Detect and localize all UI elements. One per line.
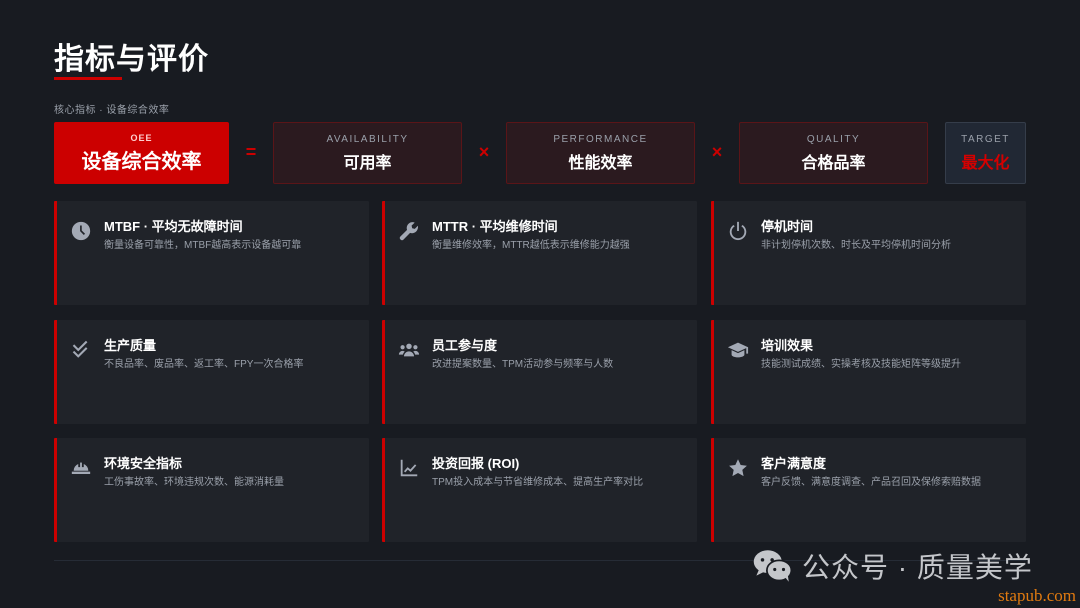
card-description: 衡量维修效率，MTTR越低表示维修能力越强 — [432, 240, 630, 251]
power-icon — [727, 220, 749, 242]
card-production-quality: 生产质量 不良品率、废品率、返工率、FPY一次合格率 — [54, 320, 369, 424]
performance-box: PERFORMANCE 性能效率 — [506, 122, 695, 184]
multiply-operator: × — [711, 142, 723, 162]
oee-box: OEE 设备综合效率 — [54, 122, 229, 184]
card-title: 员工参与度 — [432, 338, 498, 353]
card-mtbf: MTBF · 平均无故障时间 衡量设备可靠性，MTBF越高表示设备越可靠 — [54, 201, 369, 305]
quality-sub-label: QUALITY — [806, 133, 861, 145]
card-title: 投资回报 (ROI) — [432, 456, 520, 471]
page-title: 指标与评价 — [54, 43, 209, 76]
card-downtime: 停机时间 非计划停机次数、时长及平均停机时间分析 — [711, 201, 1026, 305]
bottom-divider — [54, 560, 1026, 561]
card-title: 生产质量 — [104, 338, 157, 353]
card-description: 非计划停机次数、时长及平均停机时间分析 — [761, 240, 951, 251]
card-title: MTTR · 平均维修时间 — [432, 219, 558, 234]
wrench-icon — [398, 220, 420, 242]
title-underline — [54, 77, 122, 80]
card-safety: 环境安全指标 工伤事故率、环境违规次数、能源消耗量 — [54, 438, 369, 542]
performance-main-label: 性能效率 — [568, 154, 633, 172]
hard-hat-icon — [70, 457, 92, 479]
card-title: 客户满意度 — [761, 456, 827, 471]
quality-box: QUALITY 合格品率 — [739, 122, 928, 184]
availability-main-label: 可用率 — [343, 154, 392, 172]
card-description: 衡量设备可靠性，MTBF越高表示设备越可靠 — [104, 240, 302, 251]
multiply-operator: × — [478, 142, 490, 162]
card-description: TPM投入成本与节省维修成本、提高生产率对比 — [432, 477, 644, 488]
card-description: 工伤事故率、环境违规次数、能源消耗量 — [104, 477, 284, 488]
users-icon — [398, 339, 420, 361]
card-title: 培训效果 — [761, 338, 814, 353]
availability-box: AVAILABILITY 可用率 — [273, 122, 462, 184]
card-employee-engagement: 员工参与度 改进提案数量、TPM活动参与频率与人数 — [382, 320, 697, 424]
card-training: 培训效果 技能测试成绩、实操考核及技能矩阵等级提升 — [711, 320, 1026, 424]
oee-sub-label: OEE — [130, 132, 153, 143]
card-description: 技能测试成绩、实操考核及技能矩阵等级提升 — [761, 359, 961, 370]
card-title: 停机时间 — [761, 219, 814, 234]
card-description: 客户反馈、满意度调查、产品召回及保修索赔数据 — [761, 477, 981, 488]
card-mttr: MTTR · 平均维修时间 衡量维修效率，MTTR越低表示维修能力越强 — [382, 201, 697, 305]
target-box: TARGET 最大化 — [945, 122, 1026, 184]
line-chart-icon — [398, 457, 420, 479]
card-description: 不良品率、废品率、返工率、FPY一次合格率 — [104, 359, 304, 370]
card-description: 改进提案数量、TPM活动参与频率与人数 — [432, 359, 614, 370]
target-main-label: 最大化 — [961, 154, 1010, 172]
clock-icon — [70, 220, 92, 242]
target-sub-label: TARGET — [961, 133, 1010, 145]
site-watermark: stapub.com — [998, 586, 1076, 605]
card-customer-satisfaction: 客户满意度 客户反馈、满意度调查、产品召回及保修索赔数据 — [711, 438, 1026, 542]
quality-main-label: 合格品率 — [801, 154, 866, 172]
availability-sub-label: AVAILABILITY — [326, 133, 409, 145]
card-title: 环境安全指标 — [104, 456, 183, 471]
watermark: 公众号 · 质量美学 — [752, 546, 1033, 586]
graduation-cap-icon — [727, 339, 749, 361]
oee-main-label: 设备综合效率 — [81, 150, 202, 173]
section-label: 核心指标 · 设备综合效率 — [54, 105, 170, 116]
star-icon — [727, 457, 749, 479]
card-title: MTBF · 平均无故障时间 — [104, 219, 243, 234]
watermark-text: 公众号 · 质量美学 — [802, 552, 1033, 583]
wechat-icon — [753, 550, 793, 582]
performance-sub-label: PERFORMANCE — [553, 133, 648, 145]
card-roi: 投资回报 (ROI) TPM投入成本与节省维修成本、提高生产率对比 — [382, 438, 697, 542]
double-check-icon — [70, 339, 92, 361]
equals-operator: = — [245, 142, 257, 162]
